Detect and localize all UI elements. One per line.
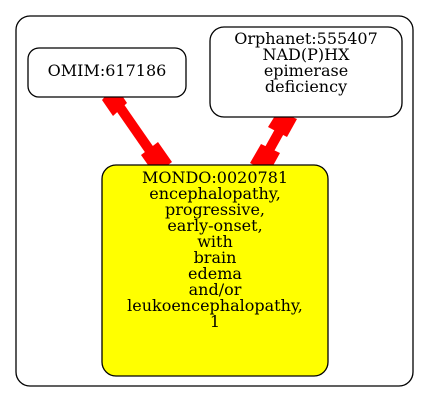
node-orphanet-line: NAD(P)HX: [262, 45, 350, 64]
node-mondo-line: and/or: [188, 280, 242, 299]
node-omim: [27, 47, 187, 98]
node-mondo-line: edema: [188, 264, 242, 283]
node-orphanet-line: deficiency: [264, 77, 348, 96]
node-orphanet: [209, 26, 403, 118]
node-mondo-line: encephalopathy,: [149, 184, 281, 203]
node-mondo: [101, 164, 329, 377]
node-orphanet-label: Orphanet:555407 NAD(P)HX epimerase defic…: [210, 31, 402, 95]
node-mondo-line: leukoencephalopathy,: [127, 296, 303, 315]
node-mondo-line: brain: [193, 248, 237, 267]
cluster-boundary: [15, 15, 414, 387]
node-orphanet-line: epimerase: [263, 61, 349, 80]
node-mondo-line: 1: [209, 312, 221, 331]
node-mondo-line: with: [197, 232, 233, 251]
node-orphanet-line: Orphanet:555407: [234, 29, 378, 48]
node-mondo-line: early-onset,: [167, 216, 263, 235]
edge-orphanet-to-mondo: [250, 111, 297, 173]
edge-omim-to-mondo: [102, 85, 172, 175]
node-omim-label: OMIM:617186: [28, 63, 186, 79]
node-mondo-line: progressive,: [164, 200, 265, 219]
node-mondo-line: MONDO:0020781: [141, 168, 289, 187]
edge-start-marker: [102, 85, 127, 116]
node-omim-line: OMIM:617186: [47, 61, 167, 80]
node-mondo-label: MONDO:0020781 encephalopathy, progressiv…: [102, 170, 328, 330]
